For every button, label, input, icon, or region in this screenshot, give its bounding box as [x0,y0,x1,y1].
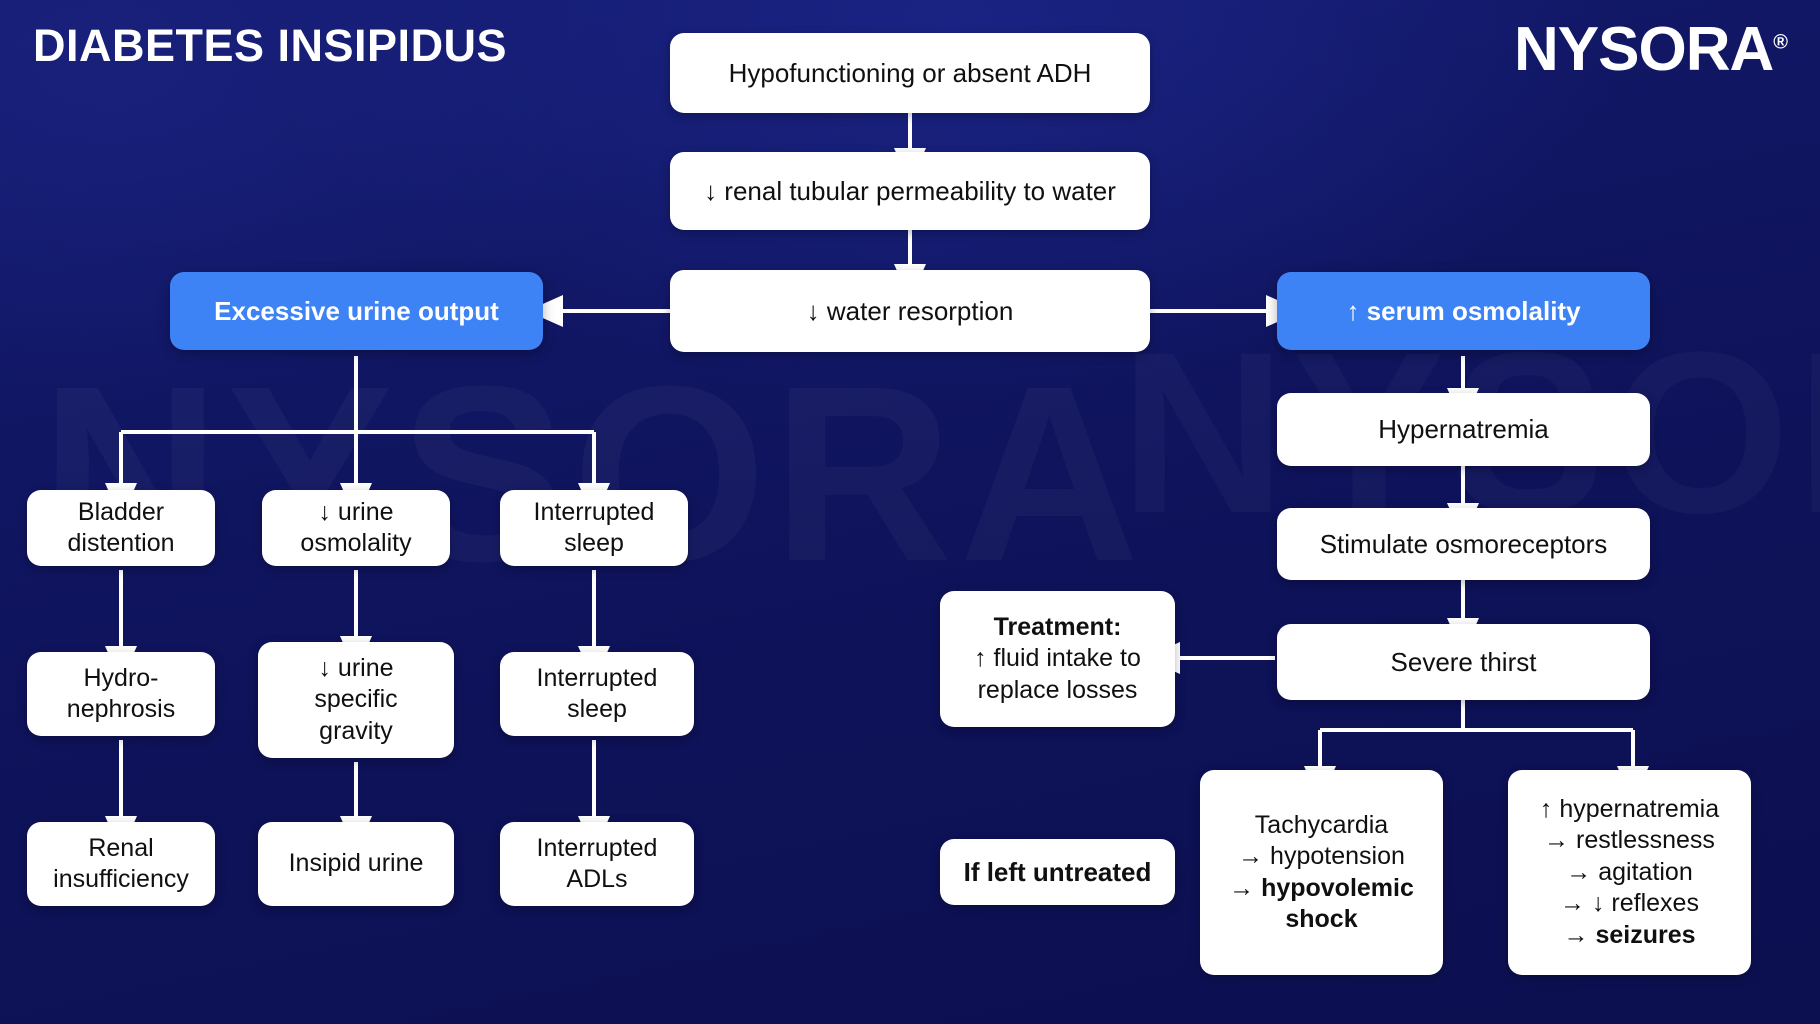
node-absent-adh[interactable]: Hypofunctioning or absent ADH [670,33,1150,113]
shock-line-3-arrow: → [1229,873,1262,902]
node-interrupted-sleep-2[interactable]: Interrupted sleep [500,652,694,736]
nysora-logo: NYSORA® [1514,14,1788,85]
node-label-line-1: Interrupted [536,663,658,692]
node-water-resorption[interactable]: ↓ water resorption [670,270,1150,352]
neuro-line-2: → restlessness [1544,826,1715,855]
neuro-line-5-arrow: → [1563,920,1596,949]
node-label-line-2: distention [67,529,175,557]
node-excessive-urine-output[interactable]: Excessive urine output [170,272,543,350]
node-label-line-1: ↓ urine [318,497,394,526]
node-label: ↑ serum osmolality [1346,295,1581,326]
node-label-line-2: insufficiency [53,865,189,893]
node-interrupted-sleep-1[interactable]: Interrupted sleep [500,490,688,566]
node-if-left-untreated[interactable]: If left untreated [940,839,1175,905]
node-bladder-distention[interactable]: Bladder distention [27,490,215,566]
neuro-line-4: → ↓ reflexes [1560,889,1699,918]
node-insipid-urine[interactable]: Insipid urine [258,822,454,906]
node-severe-thirst[interactable]: Severe thirst [1277,624,1650,700]
logo-text: NYSORA [1513,15,1774,84]
node-hydronephrosis[interactable]: Hydro- nephrosis [27,652,215,736]
node-label-line-2: specific [314,685,398,714]
node-urine-osmolality[interactable]: ↓ urine osmolality [262,490,450,566]
node-label-line-1: Renal [88,833,154,862]
node-label: If left untreated [963,856,1152,887]
registered-trademark-icon: ® [1773,31,1788,54]
node-label-line-2: nephrosis [66,695,176,723]
neuro-line-5-emphasis: seizures [1595,920,1696,949]
node-renal-insufficiency[interactable]: Renal insufficiency [27,822,215,906]
node-label-line-3: gravity [319,716,393,745]
node-label: ↓ renal tubular permeability to water [704,175,1116,206]
node-interrupted-adls[interactable]: Interrupted ADLs [500,822,694,906]
node-label: Severe thirst [1390,646,1537,677]
node-serum-osmolality[interactable]: ↑ serum osmolality [1277,272,1650,350]
node-label-line-2: osmolality [300,529,412,557]
shock-line-3-emphasis: hypovolemic [1261,873,1414,902]
neuro-line-1: ↑ hypernatremia [1539,794,1720,823]
node-hypernatremia[interactable]: Hypernatremia [1277,393,1650,466]
node-label-line-2: ADLs [566,865,628,893]
page-title: DIABETES INSIPIDUS [33,20,508,71]
treatment-heading: Treatment: [993,612,1122,641]
node-urine-specific-gravity[interactable]: ↓ urine specific gravity [258,642,454,758]
node-label: ↓ water resorption [806,295,1014,326]
node-hypovolemic-shock[interactable]: Tachycardia → hypotension → hypovolemic … [1200,770,1443,975]
node-label-line-1: ↓ urine [318,653,394,682]
shock-line-4-emphasis: shock [1285,905,1358,933]
node-label: Stimulate osmoreceptors [1319,528,1608,559]
node-label: Excessive urine output [214,295,499,326]
node-stimulate-osmoreceptors[interactable]: Stimulate osmoreceptors [1277,508,1650,580]
node-label-line-1: Interrupted [533,497,655,526]
node-label: Hypofunctioning or absent ADH [728,57,1092,88]
shock-line-1: Tachycardia [1254,810,1389,839]
treatment-line-3: replace losses [977,675,1138,704]
node-renal-tubular-permeability[interactable]: ↓ renal tubular permeability to water [670,152,1150,230]
node-neurologic-sequelae[interactable]: ↑ hypernatremia → restlessness → agitati… [1508,770,1751,975]
node-label-line-2: sleep [564,529,624,557]
node-label-line-1: Bladder [77,497,165,526]
shock-line-2: → hypotension [1238,842,1405,870]
neuro-line-3: → agitation [1566,857,1693,886]
node-label-line-1: Interrupted [536,833,658,862]
node-label-line-1: Hydro- [83,663,159,692]
treatment-line-2: ↑ fluid intake to [974,644,1141,673]
node-label: Insipid urine [288,849,424,878]
node-label-line-2: sleep [567,695,627,723]
node-label: Hypernatremia [1378,414,1549,445]
node-treatment[interactable]: Treatment: ↑ fluid intake to replace los… [940,591,1175,727]
